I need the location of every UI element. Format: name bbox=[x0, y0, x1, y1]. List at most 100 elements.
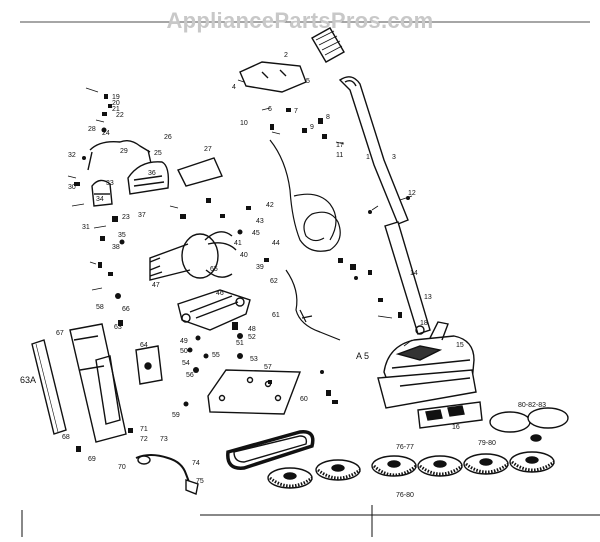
callout-label: 47 bbox=[152, 282, 160, 289]
callout-label: 80-82-83 bbox=[518, 402, 547, 409]
callout-label: 49 bbox=[180, 338, 188, 345]
callout-label: 59 bbox=[172, 412, 180, 419]
callout-label: 76-80 bbox=[396, 492, 414, 499]
callout-label: 30 bbox=[68, 184, 76, 191]
callout-label: 60 bbox=[300, 396, 308, 403]
callout-label: 38 bbox=[112, 244, 120, 251]
callout-label: 51 bbox=[236, 340, 244, 347]
callout-label: 16 bbox=[452, 424, 460, 431]
callout-label: 39 bbox=[256, 264, 264, 271]
callout-label: 26 bbox=[164, 134, 172, 141]
base-plate bbox=[207, 369, 302, 415]
callout-label: 35 bbox=[118, 232, 126, 239]
callout-label: 58 bbox=[96, 304, 104, 311]
cover-plate bbox=[135, 345, 163, 385]
callout-label: 29 bbox=[120, 148, 128, 155]
callout-label: 23 bbox=[122, 214, 130, 221]
callout-label: 41 bbox=[234, 240, 242, 247]
hose-clamp bbox=[135, 454, 199, 495]
callout-label: 65 bbox=[210, 266, 218, 273]
watermark-text: AppliancePartsPros.com bbox=[166, 8, 434, 33]
side-cap bbox=[91, 179, 113, 207]
callout-label: 18 bbox=[420, 320, 428, 327]
callout-label: 21 bbox=[112, 106, 120, 113]
callout-label: 74 bbox=[192, 460, 200, 467]
callout-label: 2 bbox=[284, 52, 288, 59]
bumper-strip bbox=[417, 401, 483, 429]
callout-label: 54 bbox=[182, 360, 190, 367]
brushes bbox=[267, 451, 555, 489]
callout-label: 24 bbox=[102, 130, 110, 137]
callout-label: 14 bbox=[410, 270, 418, 277]
callout-label: 19 bbox=[112, 94, 120, 101]
callout-label: 75 bbox=[196, 478, 204, 485]
callout-label: 33 bbox=[106, 180, 114, 187]
callout-label: 44 bbox=[272, 240, 280, 247]
switch-box bbox=[177, 289, 251, 331]
callout-label: 55 bbox=[212, 352, 220, 359]
callout-label: 27 bbox=[204, 146, 212, 153]
callout-label: 5 bbox=[306, 78, 310, 85]
callout-label: 53 bbox=[250, 356, 258, 363]
callout-label: 68 bbox=[62, 434, 70, 441]
callout-label: 8 bbox=[326, 114, 330, 121]
callout-label: 71 bbox=[140, 426, 148, 433]
upper-handle bbox=[338, 76, 409, 225]
motor-housing bbox=[127, 157, 223, 195]
callout-label: 67 bbox=[56, 330, 64, 337]
hardware bbox=[74, 94, 410, 452]
callout-label: 66 bbox=[122, 306, 130, 313]
callout-label: 57 bbox=[264, 364, 272, 371]
callout-label: 72 bbox=[140, 436, 148, 443]
callout-label: 1 bbox=[366, 154, 370, 161]
callout-label: 20 bbox=[112, 100, 120, 107]
side-handle bbox=[31, 339, 67, 435]
callout-label: 12 bbox=[408, 190, 416, 197]
callout-label: 43 bbox=[256, 218, 264, 225]
callout-label: 3 bbox=[392, 154, 396, 161]
callout-label: 7 bbox=[294, 108, 298, 115]
power-cord bbox=[269, 139, 341, 341]
callout-label: 69 bbox=[88, 456, 96, 463]
handle-grip bbox=[311, 27, 345, 63]
callout-label: 13 bbox=[424, 294, 432, 301]
callout-label: 52 bbox=[248, 334, 256, 341]
callout-label: 61 bbox=[272, 312, 280, 319]
callout-label: 45 bbox=[252, 230, 260, 237]
callout-label: 9 bbox=[310, 124, 314, 131]
callout-label: 48 bbox=[248, 326, 256, 333]
callout-label: 76-77 bbox=[396, 444, 414, 451]
callout-label: 6 bbox=[268, 106, 272, 113]
motor-armature bbox=[149, 231, 237, 281]
lower-handle bbox=[384, 221, 431, 335]
callout-label: 10 bbox=[240, 120, 248, 127]
callout-label: 42 bbox=[266, 202, 274, 209]
pads bbox=[489, 407, 569, 442]
callout-label: 63 bbox=[114, 324, 122, 331]
side-handle-label: 63A bbox=[20, 375, 37, 385]
assembly-label: A 5 bbox=[356, 351, 370, 361]
callout-label: 73 bbox=[160, 436, 168, 443]
machine-body bbox=[377, 321, 477, 409]
callout-label: 46 bbox=[216, 290, 224, 297]
callout-label: 36 bbox=[148, 170, 156, 177]
callout-label: 25 bbox=[154, 150, 162, 157]
gasket bbox=[226, 430, 315, 470]
callout-label: 34 bbox=[96, 196, 104, 203]
callout-label: 28 bbox=[88, 126, 96, 133]
callout-label: 17 bbox=[336, 142, 344, 149]
side-panel bbox=[69, 323, 127, 443]
callout-label: 64 bbox=[140, 342, 148, 349]
callout-label: 22 bbox=[116, 112, 124, 119]
callout-label: 40 bbox=[240, 252, 248, 259]
callout-label: 70 bbox=[118, 464, 126, 471]
callout-label: 62 bbox=[270, 278, 278, 285]
callout-label: 79-80 bbox=[478, 440, 496, 447]
handle-bracket bbox=[239, 61, 307, 93]
callout-label: 37 bbox=[138, 212, 146, 219]
callout-label: 15 bbox=[456, 342, 464, 349]
callout-label: 11 bbox=[336, 152, 344, 159]
callout-label: 32 bbox=[68, 152, 76, 159]
